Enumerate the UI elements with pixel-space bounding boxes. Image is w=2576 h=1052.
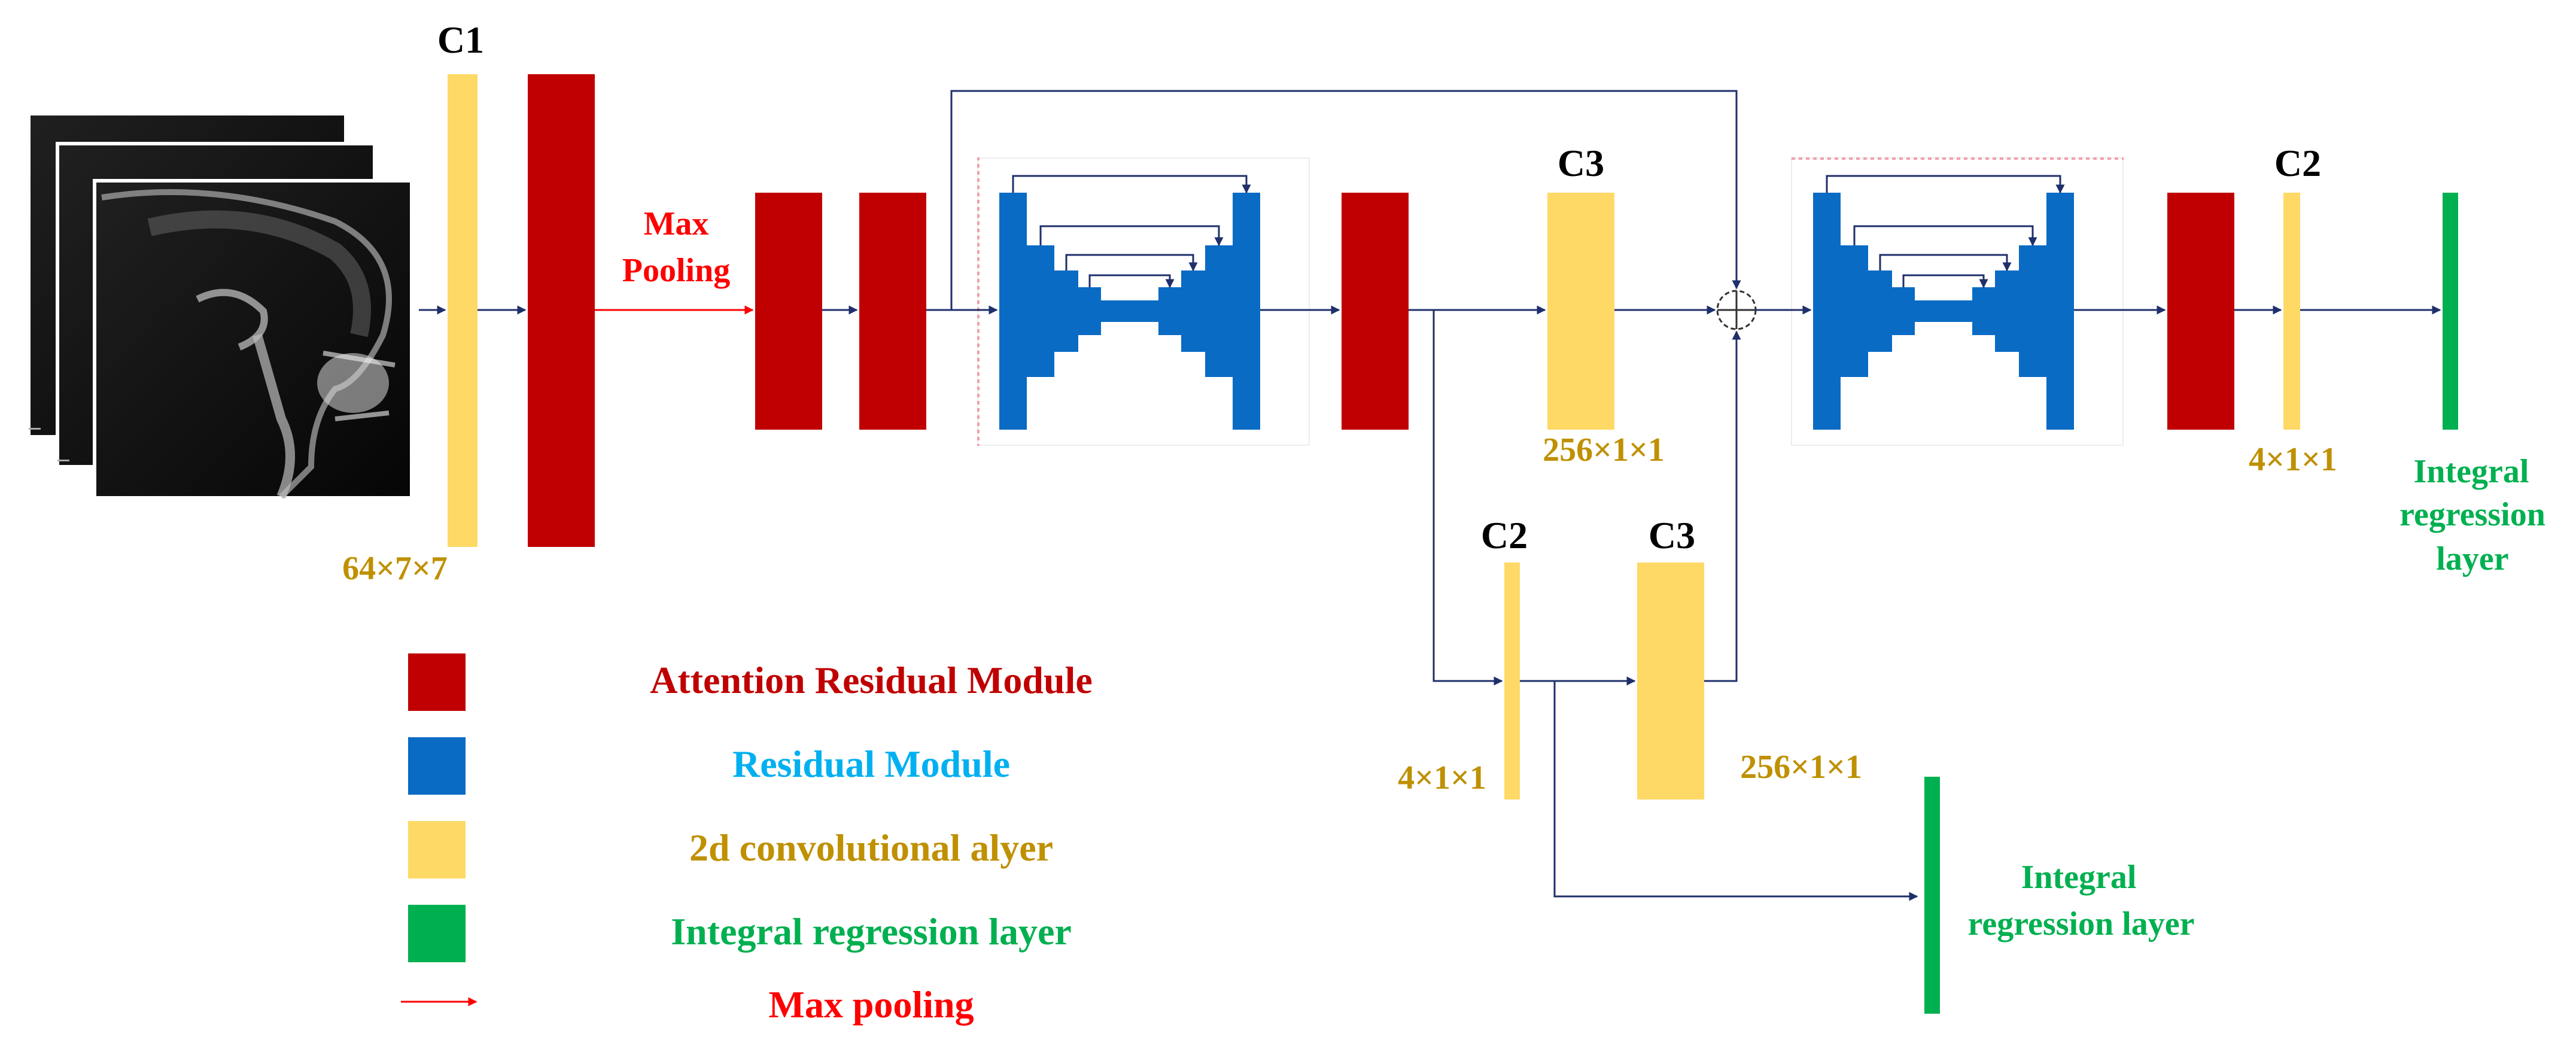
attention-module-2 — [755, 193, 822, 430]
c2-bottom-dimensions: 4×1×1 — [1398, 759, 1486, 796]
legend-swatch-integral — [408, 905, 466, 962]
c3-top-label: C3 — [1558, 142, 1604, 184]
legend-swatch-attention — [408, 653, 466, 711]
legend: Attention Residual Module Residual Modul… — [401, 653, 1093, 1026]
max-pooling-label-line1: Max — [644, 205, 709, 242]
integral-regression-bottom — [1924, 777, 1940, 1014]
integral-top-line1: Integral — [2414, 453, 2529, 490]
legend-label-attention: Attention Residual Module — [650, 659, 1093, 701]
c3-top-conv-layer — [1547, 193, 1614, 430]
xray-image-icon — [27, 112, 413, 500]
integral-bottom-line1: Integral — [2021, 859, 2137, 896]
c1-conv-layer — [448, 74, 478, 547]
integral-top-line3: layer — [2436, 540, 2508, 577]
sum-node — [1716, 290, 1757, 330]
hourglass-module-2 — [1813, 176, 2074, 430]
legend-label-residual: Residual Module — [732, 743, 1010, 785]
legend-swatch-residual — [408, 737, 466, 795]
c3-bottom-label: C3 — [1649, 514, 1695, 557]
c2-bottom-conv-layer — [1504, 563, 1520, 799]
legend-label-maxpool: Max pooling — [768, 983, 974, 1026]
c1-label: C1 — [437, 19, 484, 61]
c2-top-conv-layer — [2283, 193, 2300, 430]
branch-connectors — [1433, 310, 1918, 901]
attention-module-5 — [2167, 193, 2234, 430]
c3-bottom-conv-layer — [1637, 563, 1704, 799]
c2-top-dimensions: 4×1×1 — [2249, 441, 2337, 478]
c2-bottom-label: C2 — [1481, 514, 1528, 557]
hourglass-module-1 — [999, 176, 1260, 430]
integral-bottom-line2: regression layer — [1968, 905, 2195, 942]
c2-top-label: C2 — [2274, 142, 2321, 184]
max-pooling-label-line2: Pooling — [622, 252, 730, 289]
attention-module-3 — [859, 193, 926, 430]
attention-module-4 — [1342, 193, 1409, 430]
c3-top-dimensions: 256×1×1 — [1543, 431, 1665, 469]
input-xray-stack — [27, 112, 413, 500]
legend-label-conv: 2d convolutional alyer — [689, 826, 1053, 869]
legend-swatch-conv — [408, 821, 466, 878]
integral-regression-top — [2443, 193, 2458, 430]
c3-bottom-dimensions: 256×1×1 — [1740, 749, 1862, 786]
legend-label-integral: Integral regression layer — [671, 910, 1072, 953]
attention-module-1 — [528, 74, 595, 547]
c1-dimensions: 64×7×7 — [342, 550, 448, 587]
integral-top-line2: regression — [2399, 496, 2545, 533]
main-path-connectors — [419, 90, 2441, 315]
